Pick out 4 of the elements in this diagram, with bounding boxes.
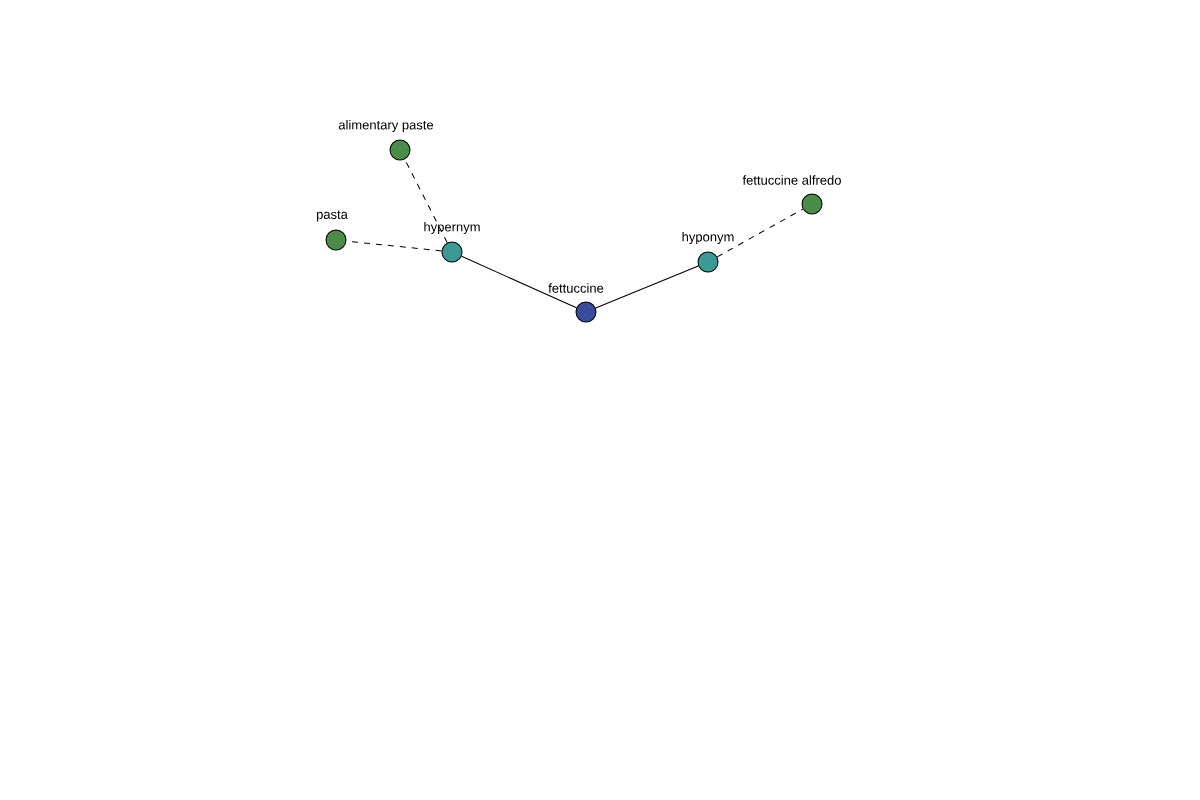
connector-line	[461, 255, 577, 309]
connector-line	[595, 265, 699, 309]
connector-line	[716, 208, 804, 258]
connector-line	[404, 158, 448, 244]
